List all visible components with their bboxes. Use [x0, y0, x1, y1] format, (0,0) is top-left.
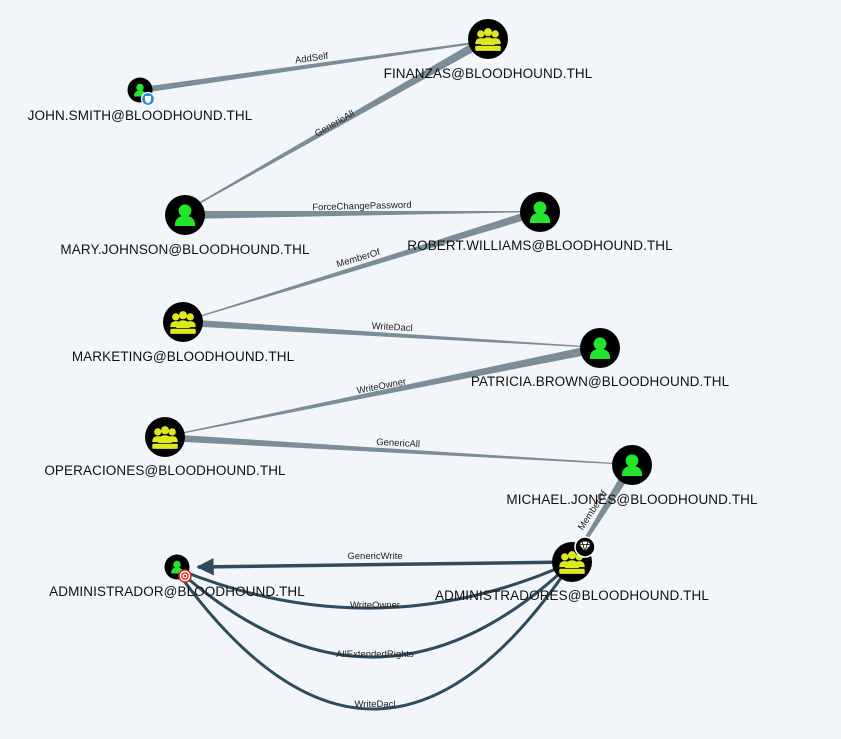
edge-label-writeowner-admins: WriteOwner [350, 600, 400, 611]
edge-writedacl-marketing[interactable]: WriteDacl [183, 319, 600, 348]
node-mary-johnson[interactable] [165, 195, 205, 235]
group-icon [152, 426, 178, 449]
edge-label-addself: AddSelf [294, 51, 329, 67]
node-label-administrador: ADMINISTRADOR@BLOODHOUND.THL [49, 584, 305, 599]
edge-label-writedacl-marketing: WriteDacl [371, 321, 413, 334]
edge-label-writedacl-admins: WriteDacl [355, 699, 396, 710]
edge-label-allextendedrights: AllExtendedRights [336, 649, 414, 660]
node-label-administradores: ADMINISTRADORES@BLOODHOUND.THL [435, 588, 709, 603]
node-operaciones[interactable] [145, 417, 185, 457]
node-patricia-brown[interactable] [580, 328, 620, 368]
node-robert-williams[interactable] [520, 192, 560, 232]
node-label-finanzas: FINANZAS@BLOODHOUND.THL [383, 66, 593, 81]
edge-memberof-robert[interactable]: MemberOf [183, 208, 542, 322]
edge-allextendedrights[interactable]: AllExtendedRights [177, 560, 574, 660]
node-label-operaciones: OPERACIONES@BLOODHOUND.THL [44, 463, 286, 478]
node-finanzas[interactable] [468, 19, 508, 59]
node-label-john-smith: JOHN.SMITH@BLOODHOUND.THL [27, 108, 253, 123]
node-marketing[interactable] [163, 302, 203, 342]
node-label-mary-johnson: MARY.JOHNSON@BLOODHOUND.THL [60, 242, 310, 257]
node-john-smith[interactable] [127, 77, 156, 107]
shield-icon [140, 91, 156, 107]
group-icon [170, 311, 196, 334]
high-value-gem-icon [574, 536, 596, 558]
node-label-patricia-brown: PATRICIA.BROWN@BLOODHOUND.THL [470, 374, 730, 389]
edge-genericwrite[interactable]: GenericWrite [196, 551, 573, 576]
node-administrador[interactable] [164, 554, 192, 583]
edges-layer: AddSelf GenericAll ForceChangePassword M… [142, 36, 636, 711]
node-label-robert-williams: ROBERT.WILLIAMS@BLOODHOUND.THL [407, 238, 673, 253]
edge-label-genericall-operaciones: GenericAll [376, 437, 420, 450]
node-label-marketing: MARKETING@BLOODHOUND.THL [71, 349, 295, 364]
node-michael-jones[interactable] [612, 445, 652, 485]
edge-genericall-operaciones[interactable]: GenericAll [165, 434, 632, 465]
group-icon [475, 28, 501, 51]
node-administradores[interactable] [552, 536, 596, 582]
edge-label-genericwrite: GenericWrite [347, 551, 402, 562]
node-label-michael-jones: MICHAEL.JONES@BLOODHOUND.THL [506, 492, 758, 507]
nodes-layer [127, 19, 652, 583]
edge-addself[interactable]: AddSelf [142, 40, 488, 93]
edge-forcechangepassword[interactable]: ForceChangePassword [185, 200, 540, 219]
edge-label-genericall-finanzas: GenericAll [313, 108, 357, 139]
edge-label-forcechangepassword: ForceChangePassword [312, 200, 412, 213]
edge-writeowner-admins[interactable]: WriteOwner [179, 560, 573, 611]
edge-writedacl-admins[interactable]: WriteDacl [174, 561, 574, 711]
target-icon [178, 569, 192, 583]
